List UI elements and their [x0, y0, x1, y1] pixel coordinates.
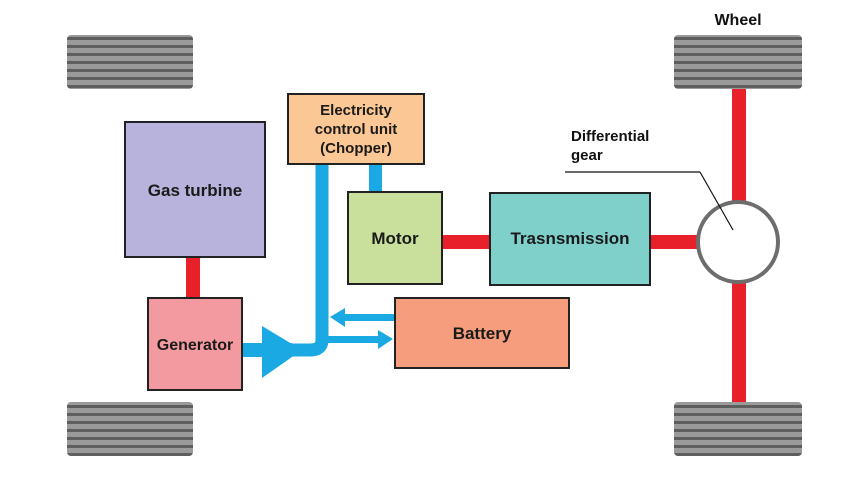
tire-front-left: [67, 35, 193, 89]
from-battery-flow: [343, 314, 395, 321]
tire-rear-right: [674, 402, 802, 456]
differential-circle: [696, 200, 780, 284]
ecu-block: Electricity control unit (Chopper): [287, 93, 425, 165]
generator-box: [147, 297, 243, 391]
to-battery-flow: [328, 336, 380, 343]
generator-block: Generator: [147, 297, 243, 391]
electric-flows: [240, 164, 395, 378]
generator-label: Generator: [157, 337, 233, 354]
gas-turbine-label: Gas turbine: [148, 181, 242, 200]
tire-front-right: [674, 35, 802, 89]
generator-output-arrowhead: [262, 326, 302, 378]
ecu-to-motor-flow: [369, 164, 382, 192]
tires: [67, 35, 802, 456]
motor-label: Motor: [371, 229, 419, 248]
motor-block: Motor: [347, 191, 443, 285]
generator-to-ecu-flow: [290, 164, 329, 357]
differential-leader-diagonal: [699, 171, 734, 231]
transmission-differential-shaft: [650, 235, 698, 249]
transmission-block: Trasnsmission: [489, 192, 651, 286]
ecu-label-line1: Electricity: [320, 102, 392, 119]
lower-axle: [732, 282, 746, 404]
mechanical-links: [186, 88, 746, 404]
transmission-box: [489, 192, 651, 286]
motor-box: [347, 191, 443, 285]
differential-label-line1: Differential: [571, 128, 649, 145]
gas-turbine-box: [124, 121, 266, 258]
ecu-box: [287, 93, 425, 165]
motor-transmission-shaft: [442, 235, 490, 249]
battery-label: Battery: [453, 324, 512, 343]
gas-turbine-block: Gas turbine: [124, 121, 266, 258]
from-battery-arrowhead: [330, 308, 345, 327]
battery-block: Battery: [394, 297, 570, 369]
tire-rear-left: [67, 402, 193, 456]
to-battery-arrowhead: [378, 330, 393, 349]
transmission-label: Trasnsmission: [510, 229, 629, 248]
differential-label-line2: gear: [571, 147, 603, 164]
ecu-label-line2: control unit: [315, 121, 398, 138]
wheel-label: Wheel: [714, 12, 761, 29]
ecu-label-line3: (Chopper): [320, 140, 392, 157]
differential-gear: Differential gear: [565, 128, 780, 284]
turbine-generator-shaft: [186, 256, 200, 298]
upper-axle: [732, 88, 746, 202]
battery-box: [394, 297, 570, 369]
